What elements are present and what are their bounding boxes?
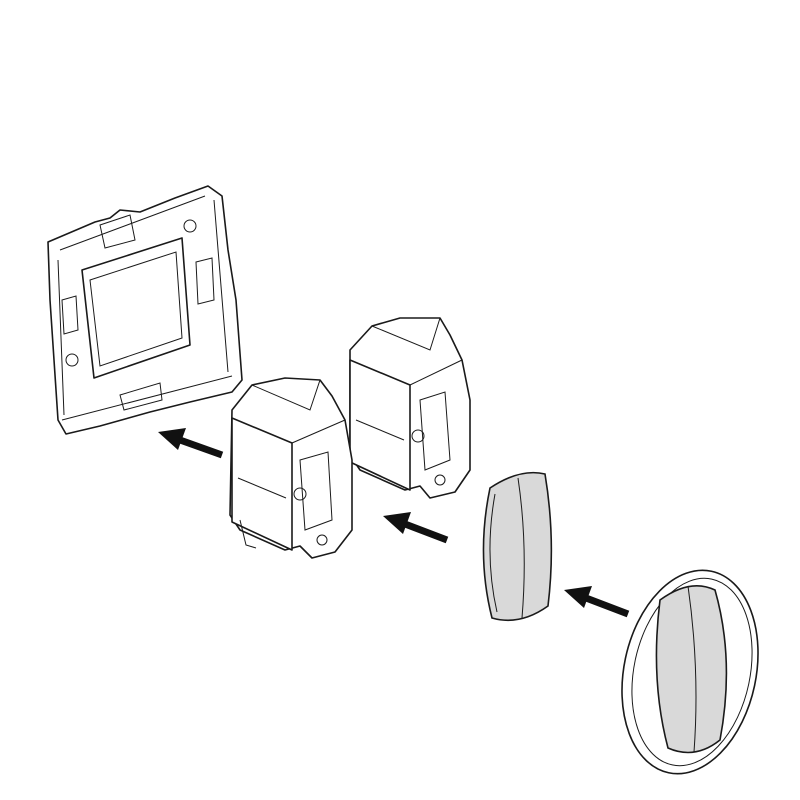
switch-module-2	[349, 317, 471, 499]
mounting-frame	[47, 185, 243, 435]
cover-plate	[621, 569, 759, 775]
rocker-key	[482, 471, 553, 622]
switch-module-1	[229, 377, 353, 559]
insert-arrow-plate	[564, 586, 630, 618]
insert-arrow-frame	[158, 428, 224, 459]
insert-arrow-module	[383, 512, 449, 544]
